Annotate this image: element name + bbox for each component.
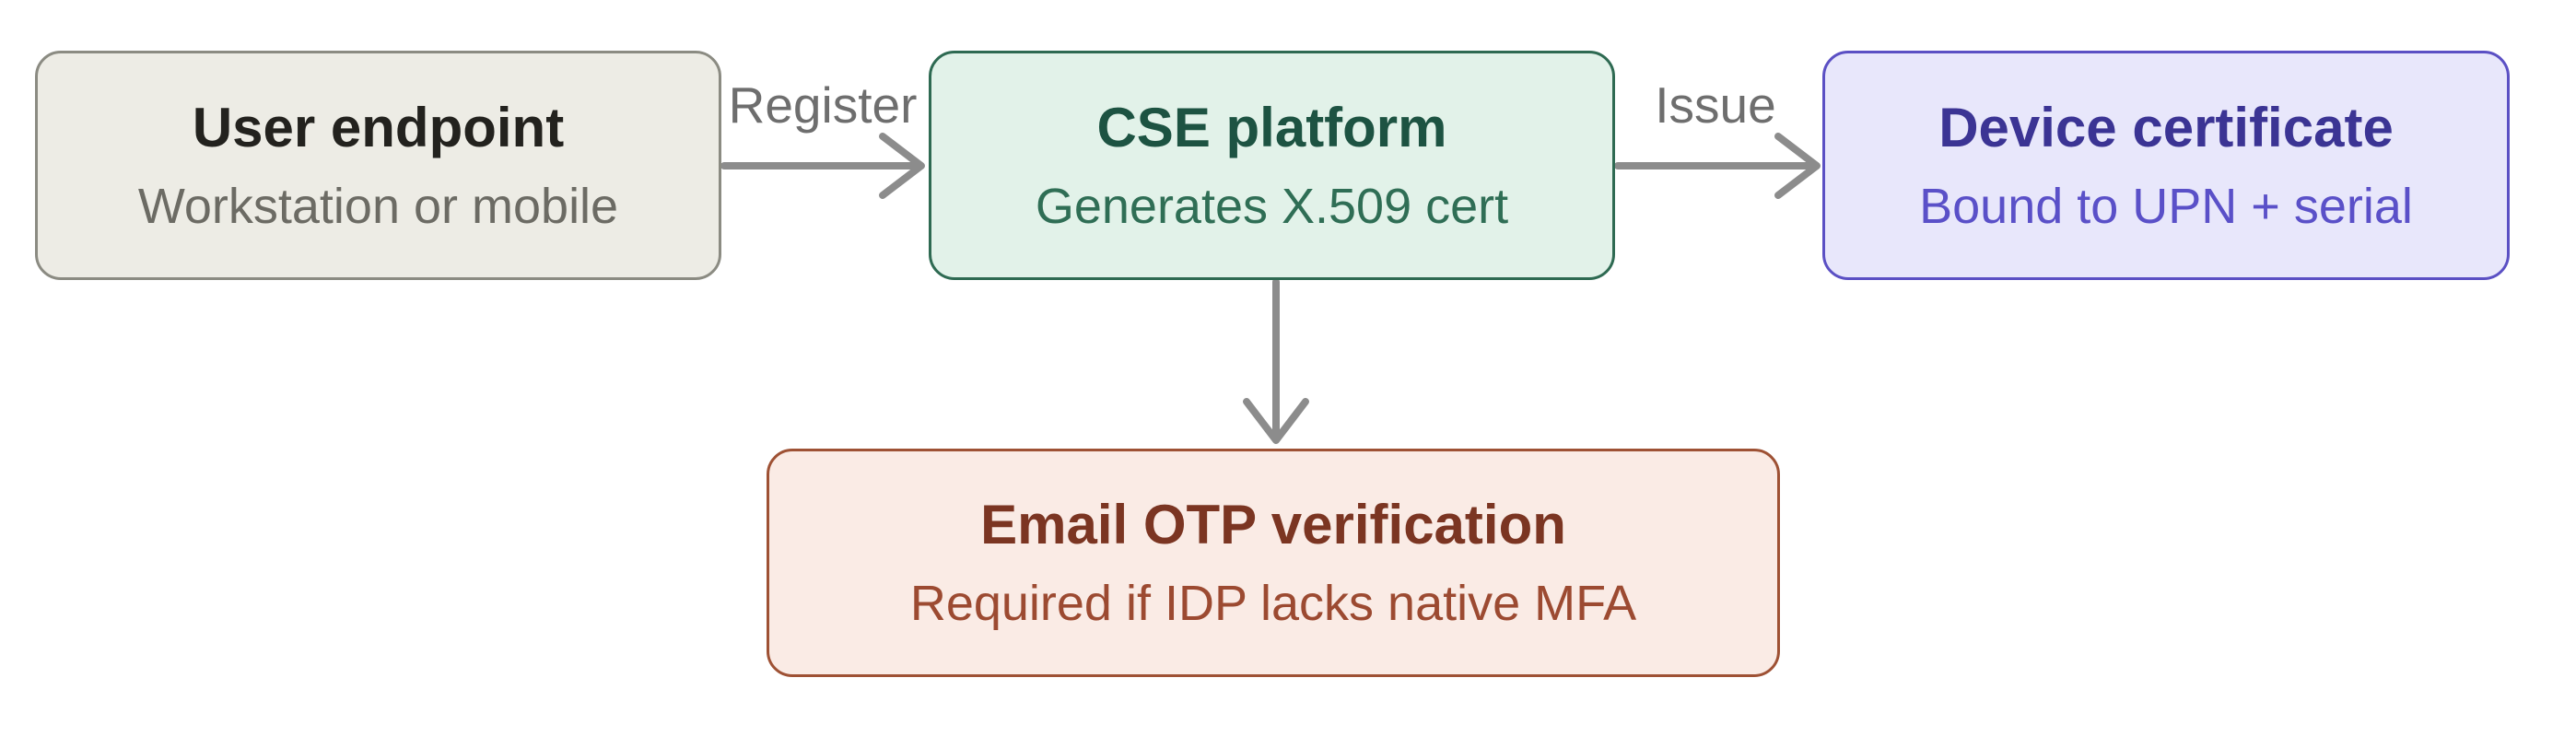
node-cse-platform: CSE platform Generates X.509 cert xyxy=(929,51,1615,280)
node-title: User endpoint xyxy=(192,96,565,158)
node-title: Device certificate xyxy=(1938,96,2394,158)
edge-label-register: Register xyxy=(728,76,918,134)
node-subtitle: Required if IDP lacks native MFA xyxy=(909,576,1637,631)
edge-issue-arrow xyxy=(1614,133,1821,199)
node-title: Email OTP verification xyxy=(980,494,1566,555)
edge-label-issue: Issue xyxy=(1655,76,1776,134)
node-subtitle: Generates X.509 cert xyxy=(1035,178,1509,234)
node-subtitle: Bound to UPN + serial xyxy=(1919,178,2413,234)
node-subtitle: Workstation or mobile xyxy=(137,178,619,234)
node-device-certificate: Device certificate Bound to UPN + serial xyxy=(1822,51,2510,280)
node-title: CSE platform xyxy=(1096,96,1447,158)
edge-register-arrow xyxy=(720,133,925,199)
node-email-otp-verification: Email OTP verification Required if IDP l… xyxy=(767,449,1780,677)
edge-otp-arrow xyxy=(1243,278,1309,444)
node-user-endpoint: User endpoint Workstation or mobile xyxy=(35,51,721,280)
